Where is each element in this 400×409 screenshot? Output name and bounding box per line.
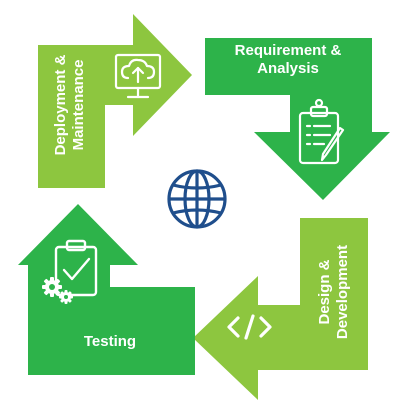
clipboard-check-gears-icon [42, 239, 98, 304]
arrow-deployment-maintenance [38, 14, 192, 188]
code-brackets-icon [227, 314, 272, 340]
arrow-design-development [193, 218, 368, 400]
label-design-line1: Design & [316, 259, 333, 325]
label-testing-line1: Testing [83, 333, 137, 350]
arrow-requirement-analysis [205, 38, 390, 200]
cloud-upload-monitor-icon [114, 53, 162, 99]
label-requirement-line2: Analysis [257, 60, 319, 77]
label-design-line2: Development [334, 244, 351, 340]
clipboard-checklist-icon [298, 98, 345, 165]
label-requirement-line1: Requirement & [234, 42, 342, 59]
globe-icon [167, 169, 227, 229]
label-deployment-line2: Maintenance [70, 59, 87, 151]
label-requirement-analysis: Requirement & Analysis [208, 42, 368, 78]
label-deployment-line1: Deployment & [52, 54, 69, 156]
label-testing: Testing [60, 333, 160, 351]
